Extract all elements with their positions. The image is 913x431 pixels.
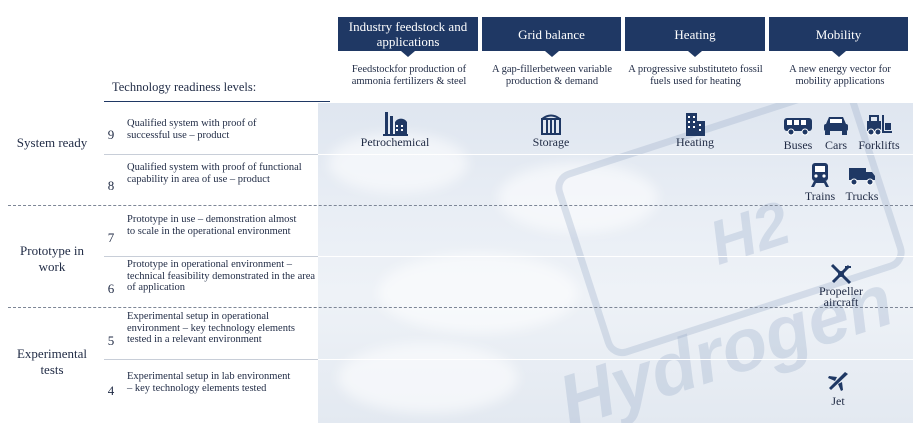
column-header-grid: Grid balance bbox=[482, 17, 621, 57]
application-storage: Storage bbox=[515, 112, 587, 148]
jet-icon bbox=[828, 372, 848, 391]
section-experimental-tests: Experimental tests bbox=[16, 346, 88, 377]
application-label: Buses bbox=[783, 138, 813, 152]
forklift-icon bbox=[867, 115, 892, 136]
row-divider bbox=[104, 359, 318, 360]
readiness-title-underline bbox=[104, 101, 330, 102]
application-trucks: Trucks bbox=[840, 166, 884, 202]
refinery-icon bbox=[383, 112, 408, 136]
application-petrochemical: Petrochemical bbox=[350, 110, 440, 148]
level-description-5: Experimental setup in operational enviro… bbox=[127, 311, 295, 345]
level-description-8: Qualified system with proof of functiona… bbox=[127, 162, 302, 185]
level-description-4: Experimental setup in lab environment – … bbox=[127, 371, 291, 394]
level-number-9: 9 bbox=[107, 127, 115, 142]
background-hydrogen-photo: H2 Hydrogen bbox=[318, 103, 913, 423]
level-number-4: 4 bbox=[107, 383, 115, 398]
column-header-mobility: Mobility bbox=[769, 17, 908, 57]
application-label: Propeller aircraft bbox=[819, 284, 863, 309]
bus-icon bbox=[784, 118, 812, 136]
application-cars: Cars bbox=[818, 114, 854, 151]
column-subtitle-industry: Feedstockfor production of ammonia ferti… bbox=[351, 64, 467, 87]
application-label: Storage bbox=[532, 135, 570, 149]
row-divider bbox=[104, 154, 318, 155]
column-header-heating: Heating bbox=[625, 17, 765, 57]
level-number-5: 5 bbox=[107, 333, 115, 348]
row-divider bbox=[318, 359, 913, 360]
column-subtitle-mobility: A new energy vector for mobility applica… bbox=[789, 64, 891, 87]
application-forklifts: Forklifts bbox=[853, 114, 905, 151]
application-label: Jet bbox=[831, 394, 845, 408]
column-title: Mobility bbox=[815, 26, 862, 42]
application-label: Trucks bbox=[845, 189, 879, 203]
level-description-9: Qualified system with proof of successfu… bbox=[127, 118, 257, 141]
application-label: Heating bbox=[676, 135, 714, 149]
column-title: Grid balance bbox=[518, 26, 585, 42]
level-number-7: 7 bbox=[107, 230, 115, 245]
train-icon bbox=[811, 163, 829, 187]
section-divider bbox=[8, 307, 913, 308]
level-number-6: 6 bbox=[107, 281, 115, 296]
section-prototype-in-work: Prototype in work bbox=[20, 243, 84, 274]
propeller-aircraft-icon bbox=[830, 263, 852, 285]
application-label: Cars bbox=[825, 138, 847, 152]
level-description-7: Prototype in use – demonstration almost … bbox=[127, 214, 297, 237]
application-heating: Heating bbox=[663, 112, 727, 148]
application-label: Trains bbox=[804, 189, 836, 203]
section-divider bbox=[8, 205, 913, 206]
storage-tank-icon bbox=[541, 114, 561, 135]
readiness-title: Technology readiness levels: bbox=[112, 80, 257, 94]
building-icon bbox=[686, 113, 705, 136]
application-jet: Jet bbox=[818, 369, 858, 407]
row-divider bbox=[318, 256, 913, 257]
application-propeller-aircraft: Propeller aircraft bbox=[806, 262, 876, 308]
truck-icon bbox=[849, 168, 875, 186]
section-system-ready: System ready bbox=[16, 135, 88, 150]
level-number-8: 8 bbox=[107, 178, 115, 193]
application-label: Petrochemical bbox=[360, 135, 430, 149]
column-subtitle-grid: A gap-fillerbetween variable production … bbox=[491, 64, 613, 87]
row-divider bbox=[318, 154, 913, 155]
car-icon bbox=[824, 117, 848, 135]
column-title: Heating bbox=[674, 26, 716, 42]
application-buses: Buses bbox=[778, 116, 818, 151]
column-title: Industry feedstock and applications bbox=[348, 19, 468, 49]
application-trains: Trains bbox=[800, 162, 840, 202]
level-description-6: Prototype in operational environment – t… bbox=[127, 259, 316, 293]
application-label: Forklifts bbox=[858, 138, 900, 152]
column-subtitle-heating: A progressive substituteto fossil fuels … bbox=[628, 64, 763, 87]
column-header-industry: Industry feedstock and applications bbox=[338, 17, 478, 57]
row-divider bbox=[104, 256, 318, 257]
